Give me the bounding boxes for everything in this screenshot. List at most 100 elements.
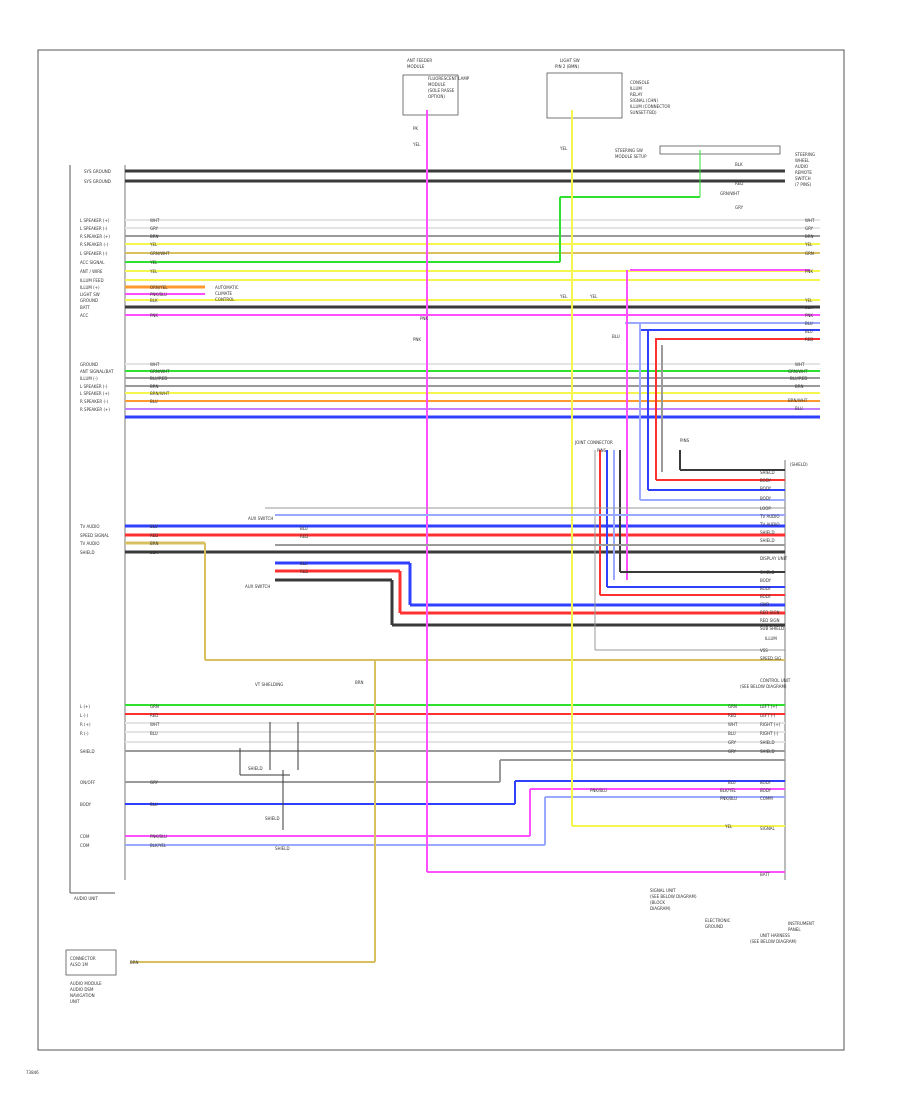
pin-label: ANT / WIRE	[80, 269, 103, 274]
pin-label: BODY	[760, 594, 772, 599]
pin-label: RED SIGN	[760, 618, 779, 623]
pin-label: BLU	[150, 802, 158, 807]
pin-label: SIGNAL (CHN)	[630, 98, 658, 103]
pin-label: SIGNAL UNIT	[650, 888, 676, 893]
pin-label: BLU	[150, 731, 158, 736]
pin-label: SHIELD	[760, 740, 775, 745]
pin-label: ANT FEEDER	[407, 58, 432, 63]
pin-label: CONNECTOR	[70, 956, 96, 961]
pin-label: L (+)	[80, 704, 90, 709]
pin-label: L (-)	[80, 713, 89, 718]
pin-label: GRN	[805, 251, 814, 256]
pin-label: FLUORESCENT LAMP	[428, 76, 470, 81]
pin-label: PK	[413, 126, 418, 131]
pin-label: (SEE BELOW DIAGRAM)	[740, 684, 787, 689]
pin-label: BODY	[760, 780, 772, 785]
pin-label: LEFT (+)	[760, 704, 778, 709]
pin-label: ILLUM FEED	[80, 278, 104, 283]
pin-label: UNIT	[70, 999, 80, 1004]
connector-box-2	[659, 145, 781, 155]
pin-label: CONTROL UNIT	[760, 678, 791, 683]
pin-label: R SPEAKER (-)	[80, 242, 108, 247]
pin-label: BODY	[760, 586, 772, 591]
pin-label: SHIELD	[248, 766, 263, 771]
pin-label: GRY	[728, 749, 737, 754]
pin-label: JOINT CONNECTOR	[574, 440, 613, 445]
pin-label: SHIELD	[80, 550, 95, 555]
pin-label: R SPEAKER (+)	[80, 234, 110, 239]
pin-label: PINS	[680, 438, 690, 443]
pin-label: GRY	[805, 226, 814, 231]
pin-label: VSS	[760, 648, 768, 653]
pin-label: YEL	[804, 242, 813, 247]
pin-label: BLK	[150, 550, 158, 555]
pin-label: BLK	[805, 305, 813, 310]
pin-label: WHT	[805, 218, 815, 223]
pin-label: BODY	[760, 788, 772, 793]
pin-label: (7 PINS)	[795, 182, 812, 187]
pin-label: ACC	[80, 313, 88, 318]
pin-label: GRY	[150, 780, 159, 785]
pin-label: BLU	[612, 334, 620, 339]
pin-label: ELECTRONIC	[705, 918, 731, 923]
pin-label: MODULE	[407, 64, 425, 69]
pin-label: YEL	[149, 269, 158, 274]
connector-box-1	[546, 72, 623, 119]
pin-label: BRN	[795, 384, 804, 389]
connector-boxes	[65, 72, 781, 976]
pin-label: RED	[805, 337, 813, 342]
pin-label: SUB SHIELD	[760, 626, 784, 631]
pin-label: BLU	[805, 329, 813, 334]
audio-unit-label: AUDIO UNIT	[74, 896, 98, 901]
pin-label: R (-)	[80, 731, 89, 736]
pin-label: AUDIO DSM	[70, 987, 94, 992]
pin-label: WHEEL	[795, 158, 810, 163]
pin-label: SUNSET-TBD)	[630, 110, 657, 115]
pin-label: BODY	[760, 478, 772, 483]
pin-label: BLU	[300, 561, 308, 566]
pin-label: BATT	[760, 872, 771, 877]
pin-label: SHIELD	[760, 570, 775, 575]
pin-label: WHT	[150, 218, 160, 223]
pin-label: R SPEAKER (-)	[80, 399, 108, 404]
pin-label: SPEED SIG	[760, 656, 781, 661]
pin-label: L SPEAKER (-)	[80, 226, 108, 231]
pin-label: GRN/WHT	[150, 251, 170, 256]
pin-label: AUDIO	[795, 164, 808, 169]
pin-label: DIAGRAM)	[650, 906, 671, 911]
wire-runs	[125, 110, 820, 963]
pin-label: YEL	[589, 294, 598, 299]
pin-label: SYS GROUND	[84, 179, 111, 184]
pin-label: BRN/WHT	[788, 398, 808, 403]
pin-label: SHIELD	[760, 470, 775, 475]
pin-label: BATT	[80, 305, 91, 310]
pin-label: RIGHT (-)	[760, 731, 779, 736]
pin-label: BLU	[150, 524, 158, 529]
pin-label: R SPEAKER (+)	[80, 407, 110, 412]
pin-label: DISPLAY UNIT	[760, 556, 788, 561]
pin-label: PNK	[805, 269, 813, 274]
connector-box-0	[402, 74, 459, 116]
pin-label: BODY	[80, 802, 92, 807]
pin-label: BLU	[795, 406, 803, 411]
pin-label: L SPEAKER (-)	[80, 384, 108, 389]
pin-label: BLU	[150, 399, 158, 404]
pin-label: BLK	[150, 298, 158, 303]
pin-label: PINS	[597, 448, 607, 453]
pin-label: BLK	[735, 162, 743, 167]
pin-label: (SOLE RASSE	[428, 88, 455, 93]
pin-label: BLU/RED	[150, 376, 167, 381]
pin-label: COM	[80, 843, 90, 848]
pin-label: OPTION)	[428, 94, 445, 99]
pin-label: (SHIELD)	[790, 462, 808, 467]
pin-label: PNK	[805, 313, 813, 318]
pin-label: PNK	[420, 316, 428, 321]
pin-label: SYS GROUND	[84, 169, 111, 174]
pin-label: PIN 2 (BMN)	[555, 64, 579, 69]
pin-label: PNK/BLU	[150, 834, 167, 839]
pin-label: L SPEAKER (+)	[80, 218, 110, 223]
pin-label: VT SHIELDING	[255, 682, 283, 687]
pin-label: SPEED SIGNAL	[80, 533, 110, 538]
